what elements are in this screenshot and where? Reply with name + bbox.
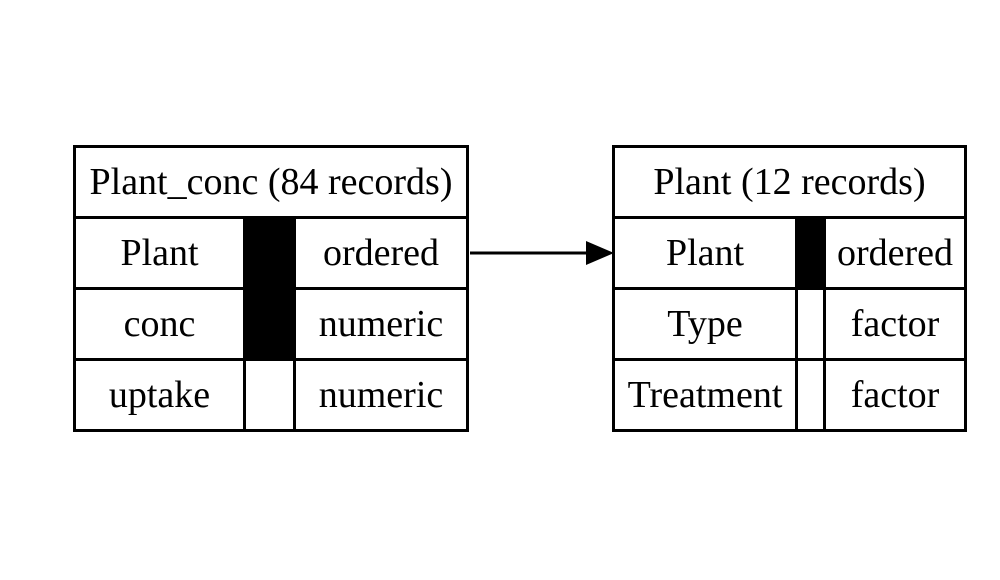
key-indicator-cell — [798, 361, 823, 429]
column-name: conc — [76, 290, 243, 358]
table-title: Plant (12 records) — [615, 148, 964, 216]
key-indicator-cell — [798, 219, 823, 287]
relationship-arrow — [470, 241, 614, 265]
entity-table-plant: Plant (12 records) Plant ordered Type fa… — [612, 145, 967, 432]
column-type: ordered — [826, 219, 964, 287]
key-indicator-cell — [246, 290, 293, 358]
column-name: Type — [615, 290, 795, 358]
column-name: uptake — [76, 361, 243, 429]
column-type: factor — [826, 290, 964, 358]
column-type: numeric — [296, 290, 466, 358]
column-type: ordered — [296, 219, 466, 287]
column-name: Plant — [76, 219, 243, 287]
arrowhead-icon — [586, 241, 614, 265]
key-indicator-cell — [246, 219, 293, 287]
key-indicator-cell — [798, 290, 823, 358]
table-title: Plant_conc (84 records) — [76, 148, 466, 216]
column-type: factor — [826, 361, 964, 429]
column-type: numeric — [296, 361, 466, 429]
entity-table-plant-conc: Plant_conc (84 records) Plant ordered co… — [73, 145, 469, 432]
column-name: Plant — [615, 219, 795, 287]
key-indicator-cell — [246, 361, 293, 429]
column-name: Treatment — [615, 361, 795, 429]
